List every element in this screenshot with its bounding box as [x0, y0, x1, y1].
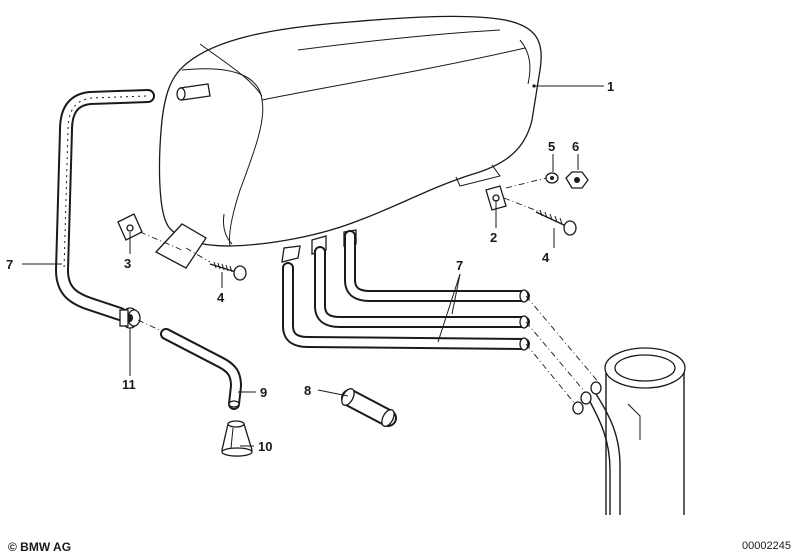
clip-left[interactable] — [117, 213, 143, 241]
callout-2: 2 — [490, 230, 497, 245]
callout-10: 10 — [258, 439, 272, 454]
end-cap[interactable] — [221, 420, 253, 457]
callout-labels: 1 5 6 2 3 4 4 7 7 11 9 8 10 — [6, 79, 614, 454]
callout-5: 5 — [548, 139, 555, 154]
screw-right[interactable] — [535, 209, 577, 236]
grommet[interactable] — [119, 307, 141, 329]
copyright-text: © BMW AG — [8, 540, 72, 554]
callout-11: 11 — [122, 377, 136, 392]
hose-set-right[interactable] — [282, 230, 530, 351]
callout-7-left: 7 — [6, 257, 13, 272]
drain-pipe[interactable] — [160, 328, 242, 410]
washer[interactable] — [545, 172, 559, 184]
leader-lines — [22, 84, 604, 447]
nut[interactable] — [565, 171, 589, 189]
callout-3: 3 — [124, 256, 131, 271]
short-hose[interactable] — [339, 387, 397, 429]
callout-1: 1 — [607, 79, 614, 94]
callout-7-right: 7 — [456, 258, 463, 273]
mounting-column — [572, 347, 686, 515]
callout-9: 9 — [260, 385, 267, 400]
callout-8: 8 — [304, 383, 311, 398]
vent-hose-left[interactable] — [55, 89, 155, 321]
screw-left[interactable] — [209, 261, 247, 281]
clip-right[interactable] — [485, 185, 507, 211]
drawing-number: 00002245 — [742, 540, 791, 552]
callout-4-right: 4 — [542, 250, 550, 265]
callout-4-left: 4 — [217, 290, 225, 305]
callout-6: 6 — [572, 139, 579, 154]
